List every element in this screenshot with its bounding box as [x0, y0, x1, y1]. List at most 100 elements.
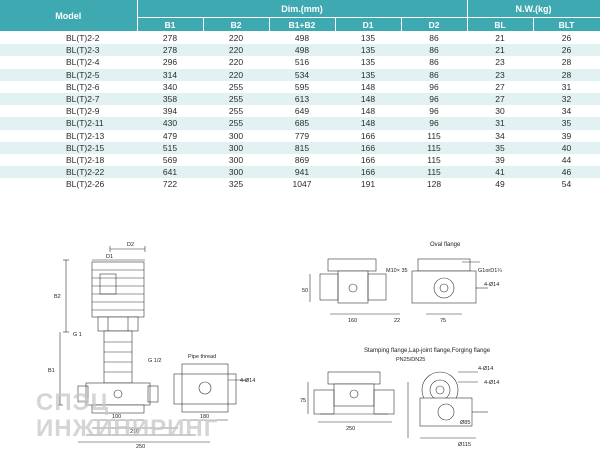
- value-cell: 31: [533, 80, 600, 93]
- col-header-d1: D1: [335, 17, 402, 32]
- oval-flange-title: Oval flange: [430, 242, 461, 248]
- spec-table: Model Dim.(mm) N.W.(kg) B1 B2 B1+B2 D1 D…: [0, 0, 600, 191]
- oval-label-g1: G1orD1¼: [478, 268, 502, 274]
- value-cell: 96: [401, 105, 468, 118]
- model-cell: BL(T)2-22: [0, 166, 137, 179]
- value-cell: 941: [269, 166, 335, 179]
- value-cell: 27: [467, 92, 534, 106]
- value-cell: 21: [467, 31, 534, 45]
- value-cell: 46: [533, 166, 600, 179]
- model-cell: BL(T)2-4: [0, 56, 137, 69]
- oval-label-22: 22: [394, 318, 400, 324]
- col-header-bl: BL: [467, 17, 534, 32]
- oval-label-75: 75: [440, 318, 446, 324]
- value-cell: 115: [401, 129, 468, 142]
- value-cell: 23: [467, 56, 534, 69]
- watermark-line1: СПЭЦ: [36, 389, 109, 416]
- pump-label-180: 180: [200, 414, 209, 420]
- nw-header: N.W.(kg): [467, 0, 600, 18]
- value-cell: 21: [467, 44, 534, 57]
- value-cell: 148: [335, 117, 401, 130]
- pump-label-250: 250: [136, 444, 145, 450]
- model-cell: BL(T)2-18: [0, 153, 137, 167]
- model-cell: BL(T)2-2: [0, 31, 137, 45]
- value-cell: 220: [203, 56, 269, 69]
- value-cell: 44: [533, 153, 600, 167]
- pump-label-g1b: G 1/2: [148, 358, 161, 364]
- value-cell: 115: [401, 153, 468, 167]
- value-cell: 300: [203, 166, 269, 179]
- value-cell: 595: [269, 80, 335, 93]
- value-cell: 30: [467, 105, 534, 118]
- value-cell: 54: [533, 178, 600, 191]
- value-cell: 86: [401, 56, 468, 69]
- value-cell: 166: [335, 129, 401, 142]
- model-cell: BL(T)2-7: [0, 92, 137, 106]
- value-cell: 26: [533, 44, 600, 57]
- model-cell: BL(T)2-26: [0, 178, 137, 191]
- value-cell: 166: [335, 141, 401, 154]
- value-cell: 191: [335, 178, 401, 191]
- value-cell: 394: [137, 105, 203, 118]
- oval-label-bolt: 4-Ø14: [484, 282, 499, 288]
- value-cell: 135: [335, 56, 401, 69]
- value-cell: 296: [137, 56, 203, 69]
- value-cell: 86: [401, 31, 468, 45]
- model-header: Model: [0, 0, 138, 32]
- value-cell: 815: [269, 141, 335, 154]
- pump-label-bolt: 4-Ø14: [240, 378, 255, 384]
- model-cell: BL(T)2-6: [0, 80, 137, 93]
- stamping-flange-title: Stamping flange,Lap-joint flange,Forging…: [364, 348, 491, 354]
- value-cell: 35: [467, 141, 534, 154]
- value-cell: 39: [467, 153, 534, 167]
- value-cell: 128: [401, 178, 468, 191]
- pump-label-d2: D2: [127, 242, 134, 248]
- value-cell: 278: [137, 31, 203, 45]
- watermark: СПЭЦ ИНЖИНИРИНГ: [36, 389, 217, 442]
- value-cell: 1047: [269, 178, 335, 191]
- value-cell: 220: [203, 31, 269, 45]
- value-cell: 255: [203, 80, 269, 93]
- value-cell: 479: [137, 129, 203, 142]
- value-cell: 39: [533, 129, 600, 142]
- value-cell: 34: [533, 105, 600, 118]
- value-cell: 23: [467, 68, 534, 81]
- oval-label-160: 160: [348, 318, 357, 324]
- pump-label-b1: B1: [48, 368, 55, 374]
- value-cell: 340: [137, 80, 203, 93]
- value-cell: 685: [269, 117, 335, 130]
- value-cell: 96: [401, 80, 468, 93]
- model-cell: BL(T)2-13: [0, 129, 137, 142]
- model-cell: BL(T)2-9: [0, 105, 137, 118]
- value-cell: 32: [533, 92, 600, 106]
- value-cell: 300: [203, 129, 269, 142]
- value-cell: 148: [335, 80, 401, 93]
- value-cell: 534: [269, 68, 335, 81]
- stamping-label-250: 250: [346, 426, 355, 432]
- value-cell: 869: [269, 153, 335, 167]
- value-cell: 86: [401, 44, 468, 57]
- value-cell: 220: [203, 68, 269, 81]
- value-cell: 255: [203, 117, 269, 130]
- value-cell: 255: [203, 105, 269, 118]
- value-cell: 27: [467, 80, 534, 93]
- model-cell: BL(T)2-11: [0, 117, 137, 130]
- value-cell: 220: [203, 44, 269, 57]
- value-cell: 96: [401, 117, 468, 130]
- technical-drawings: D2 D1 B2 B1 G 1 G 1/2 Pipe thread 4-Ø14 …: [36, 242, 502, 450]
- value-cell: 613: [269, 92, 335, 106]
- value-cell: 31: [467, 117, 534, 130]
- value-cell: 300: [203, 153, 269, 167]
- value-cell: 135: [335, 68, 401, 81]
- value-cell: 516: [269, 56, 335, 69]
- value-cell: 569: [137, 153, 203, 167]
- model-cell: BL(T)2-5: [0, 68, 137, 81]
- value-cell: 314: [137, 68, 203, 81]
- col-header-b2: B2: [203, 17, 270, 32]
